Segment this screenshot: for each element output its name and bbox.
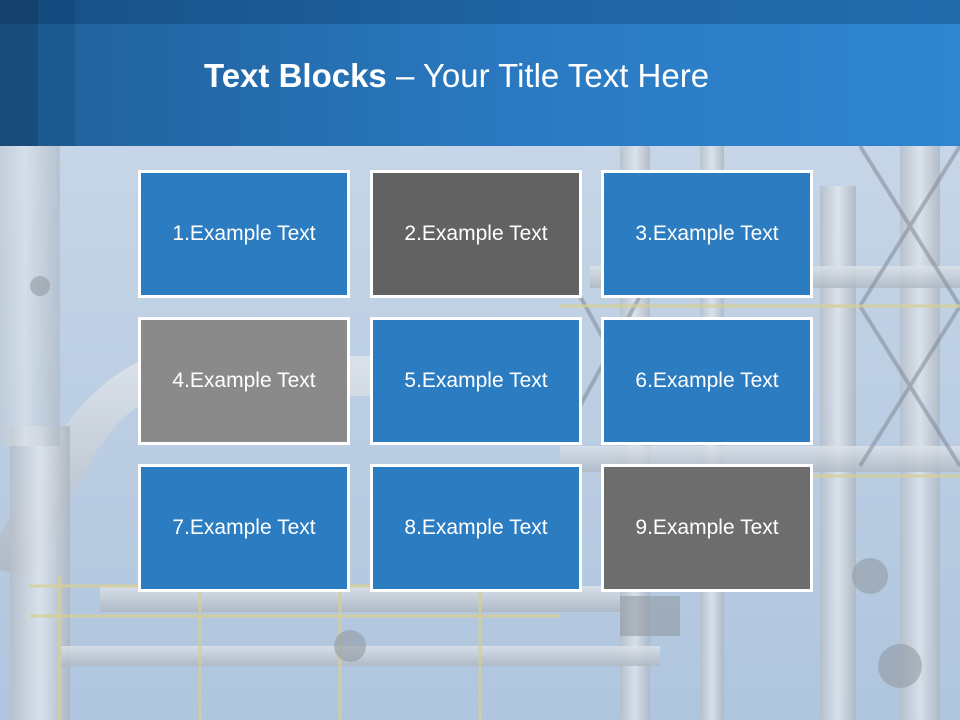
text-block-8[interactable]: 8.Example Text xyxy=(370,464,582,592)
text-block-6[interactable]: 6.Example Text xyxy=(601,317,813,445)
text-block-label: 4.Example Text xyxy=(172,369,316,392)
text-block-label: 2.Example Text xyxy=(404,222,548,245)
title-rest-text: Your Title Text Here xyxy=(422,57,710,94)
banner-stripe xyxy=(38,0,75,146)
text-block-label: 3.Example Text xyxy=(635,222,779,245)
title-bold-text: Text Blocks xyxy=(204,57,387,94)
title-banner: Text Blocks – Your Title Text Here xyxy=(0,0,960,146)
text-block-label: 9.Example Text xyxy=(635,516,779,539)
text-block-5[interactable]: 5.Example Text xyxy=(370,317,582,445)
text-block-label: 1.Example Text xyxy=(172,222,316,245)
text-block-label: 6.Example Text xyxy=(635,369,779,392)
slide-title[interactable]: Text Blocks – Your Title Text Here xyxy=(204,52,709,100)
text-block-1[interactable]: 1.Example Text xyxy=(138,170,350,298)
text-block-label: 7.Example Text xyxy=(172,516,316,539)
text-block-label: 5.Example Text xyxy=(404,369,548,392)
text-block-3[interactable]: 3.Example Text xyxy=(601,170,813,298)
text-block-9[interactable]: 9.Example Text xyxy=(601,464,813,592)
text-block-label: 8.Example Text xyxy=(404,516,548,539)
text-block-2[interactable]: 2.Example Text xyxy=(370,170,582,298)
text-block-4[interactable]: 4.Example Text xyxy=(138,317,350,445)
title-dash: – xyxy=(395,57,415,94)
banner-stripe xyxy=(0,0,38,146)
text-block-7[interactable]: 7.Example Text xyxy=(138,464,350,592)
banner-shade xyxy=(0,0,960,24)
